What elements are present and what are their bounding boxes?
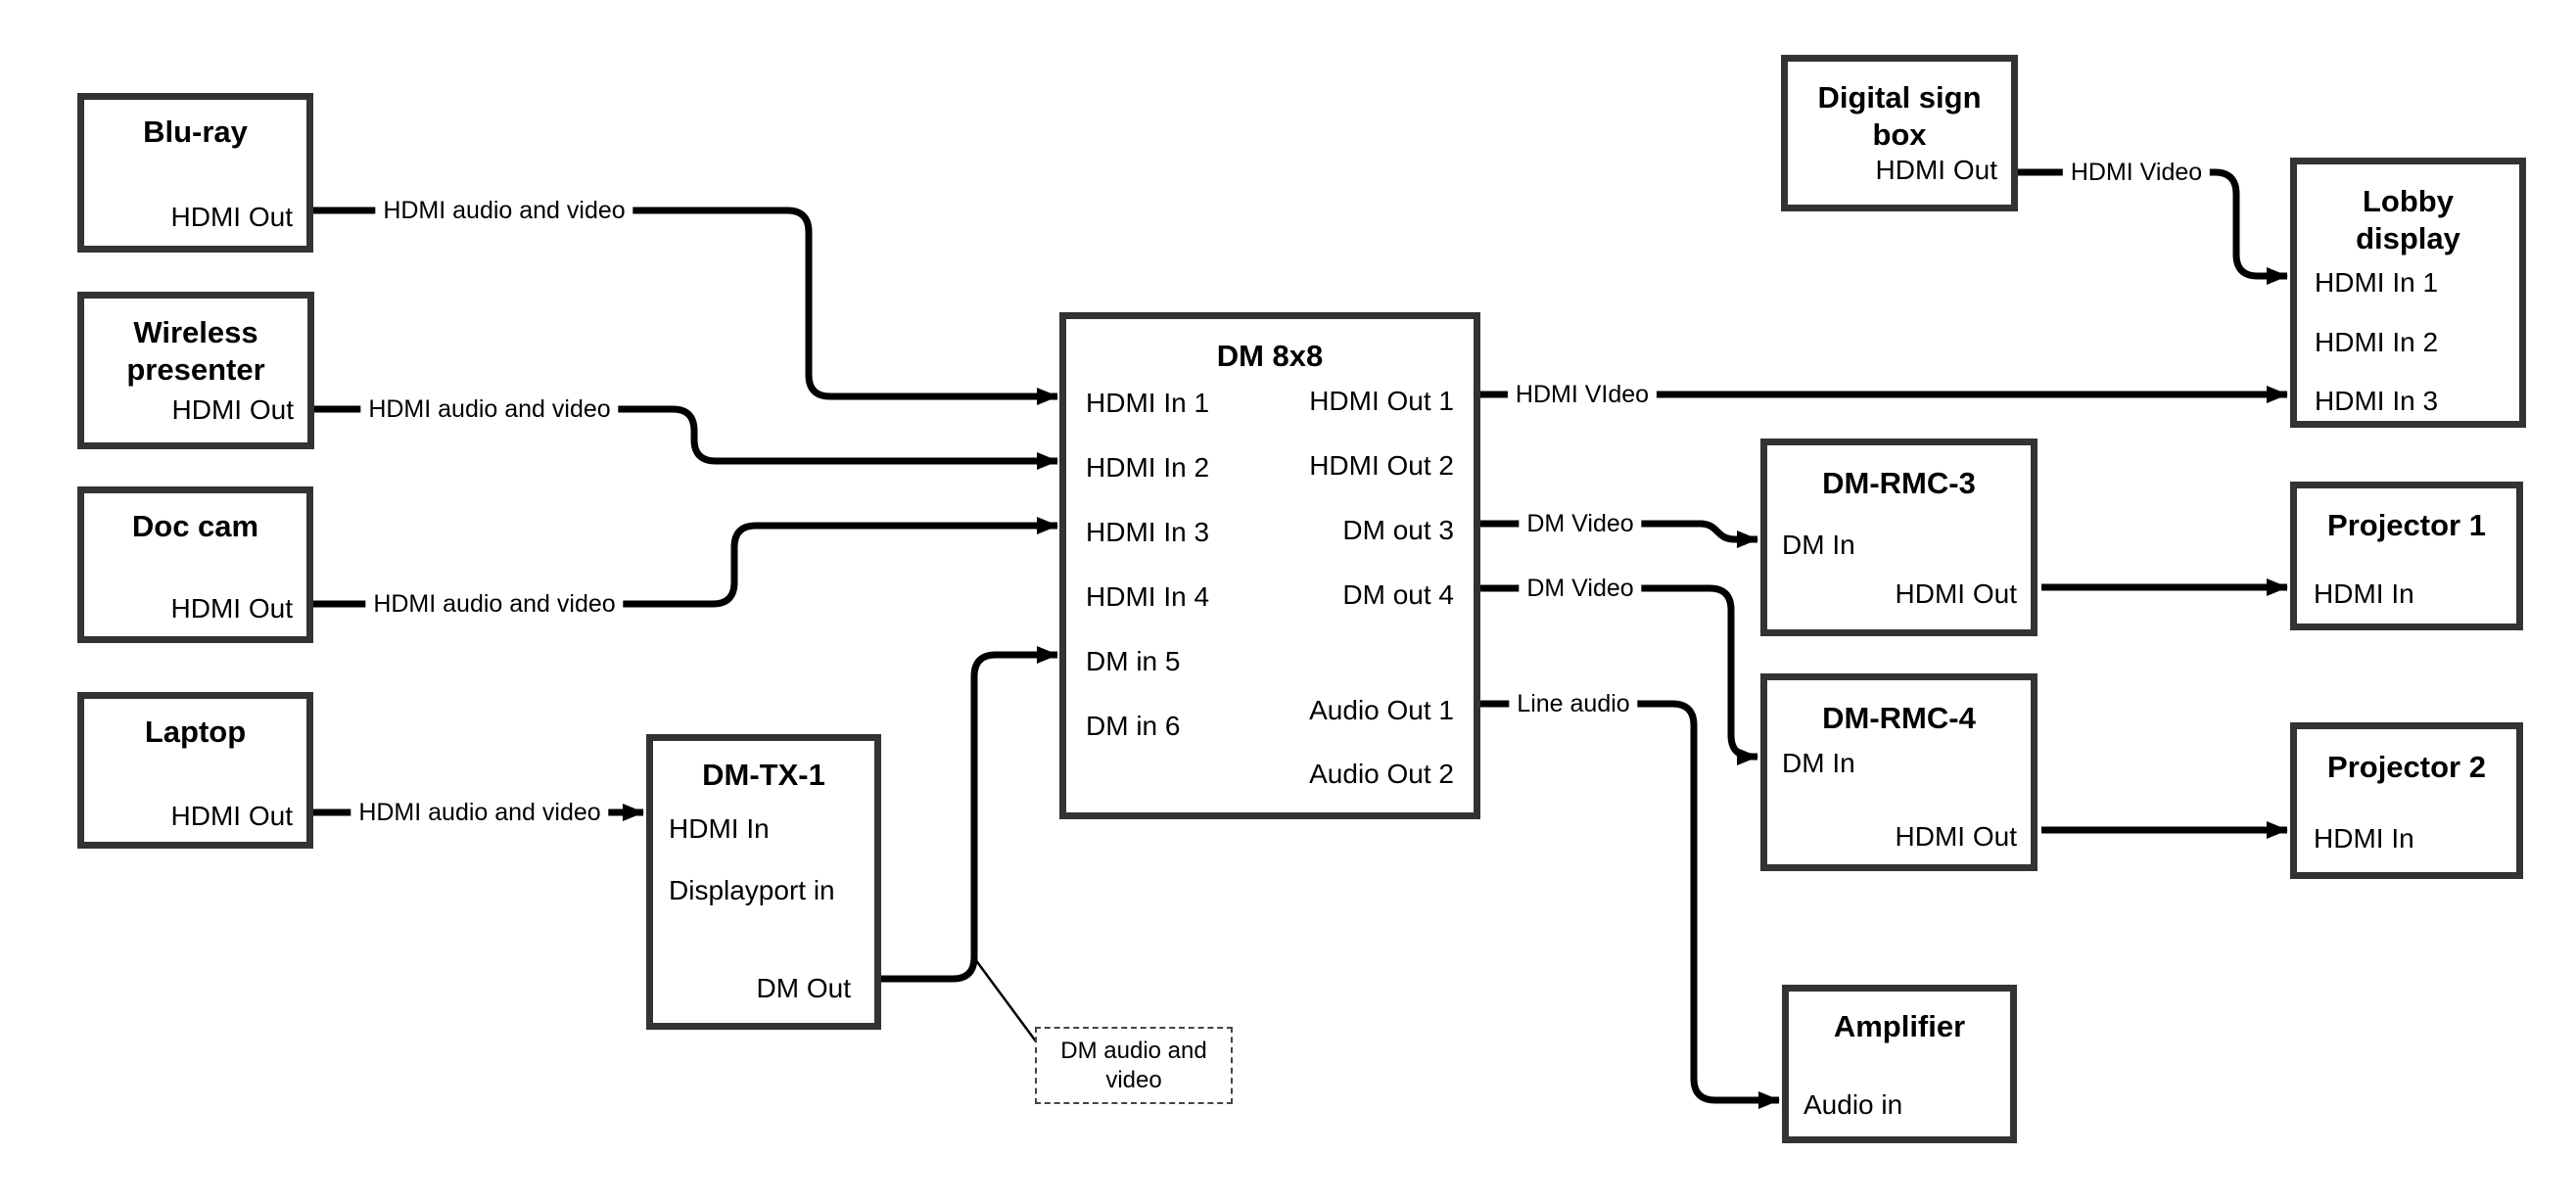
port-hdmi-out: HDMI Out — [1895, 578, 2017, 609]
port-hdmi-out: HDMI Out — [170, 202, 293, 232]
wire-bluray-to-dm8x8-in1 — [313, 207, 1058, 405]
port-audio-in: Audio in — [1803, 1089, 1903, 1120]
node-title: DM 8x8 — [1216, 339, 1324, 373]
wire-label-doccam: HDMI audio and video — [365, 588, 624, 620]
wire-digitalsign-to-lobby-in1 — [2018, 168, 2288, 285]
node-doc-cam: Doc cam HDMI Out — [77, 486, 313, 643]
wire-label-bluray: HDMI audio and video — [375, 195, 633, 226]
port-audio-out-1: Audio Out 1 — [1309, 695, 1454, 725]
wire-dmtx1-to-dm8x8-in5 — [881, 646, 1058, 983]
wire-dm8x8-out3-to-dmrmc3 — [1480, 520, 1758, 548]
port-hdmi-out: HDMI Out — [170, 593, 293, 624]
port-dm-out-4: DM out 4 — [1342, 579, 1454, 610]
node-dm-tx-1: DM-TX-1 HDMI In Displayport in DM Out — [646, 734, 881, 1030]
port-hdmi-in-1: HDMI In 1 — [2315, 267, 2439, 298]
wire-label-dm-out4: DM Video — [1519, 573, 1642, 604]
port-hdmi-out: HDMI Out — [1895, 821, 2017, 852]
wire-label-digital-sign: HDMI Video — [2062, 157, 2211, 188]
port-hdmi-out: HDMI Out — [170, 801, 293, 831]
port-dm-in: DM In — [1782, 530, 1855, 560]
port-hdmi-in: HDMI In — [669, 813, 770, 844]
wire-dm8x8-out4-to-dmrmc4 — [1480, 584, 1758, 765]
port-dm-out: DM Out — [756, 973, 851, 1003]
port-hdmi-in-2: HDMI In 2 — [1086, 452, 1210, 483]
node-title: Blu-ray — [143, 115, 248, 149]
port-hdmi-in-2: HDMI In 2 — [2315, 327, 2439, 357]
port-hdmi-in-3: HDMI In 3 — [2315, 386, 2439, 416]
port-dm-out-3: DM out 3 — [1342, 515, 1454, 545]
node-projector-2: Projector 2 HDMI In — [2290, 722, 2523, 879]
callout-connector-line — [973, 958, 1041, 1046]
node-title: DM-RMC-4 — [1822, 701, 1976, 735]
wire-label-hdmi-out1: HDMI VIdeo — [1507, 379, 1658, 410]
port-hdmi-in: HDMI In — [2314, 823, 2414, 854]
port-dm-in-5: DM in 5 — [1086, 646, 1181, 676]
node-dm-rmc-3: DM-RMC-3 DM In HDMI Out — [1760, 439, 2037, 636]
port-hdmi-out-2: HDMI Out 2 — [1309, 450, 1454, 481]
node-title: Amplifier — [1833, 1009, 1966, 1043]
port-hdmi-in-1: HDMI In 1 — [1086, 388, 1210, 418]
wire-wireless-to-dm8x8-in2 — [313, 405, 1058, 470]
wire-doccam-to-dm8x8-in3 — [313, 517, 1058, 608]
node-laptop: Laptop HDMI Out — [77, 692, 313, 849]
node-title: Projector 1 — [2327, 508, 2486, 542]
port-dm-in: DM In — [1782, 748, 1855, 778]
node-dm-8x8: DM 8x8 HDMI In 1 HDMI In 2 HDMI In 3 HDM… — [1059, 312, 1480, 819]
wire-label-dm-out3: DM Video — [1519, 508, 1642, 539]
port-audio-out-2: Audio Out 2 — [1309, 759, 1454, 789]
wire-label-audio-out1: Line audio — [1509, 688, 1638, 719]
node-dm-rmc-4: DM-RMC-4 DM In HDMI Out — [1760, 673, 2037, 871]
node-bluray: Blu-ray HDMI Out — [77, 93, 313, 253]
node-title: Doc cam — [131, 509, 259, 543]
wire-label-laptop: HDMI audio and video — [351, 797, 609, 828]
port-hdmi-out: HDMI Out — [1875, 155, 1997, 185]
port-dm-in-6: DM in 6 — [1086, 711, 1181, 741]
port-hdmi-in-4: HDMI In 4 — [1086, 581, 1210, 612]
port-hdmi-out-1: HDMI Out 1 — [1309, 386, 1454, 416]
port-hdmi-in: HDMI In — [2314, 578, 2414, 609]
node-title: Laptop — [144, 715, 247, 749]
node-title: DM-RMC-3 — [1822, 466, 1976, 500]
wire-label-wireless: HDMI audio and video — [360, 393, 619, 425]
port-hdmi-in-3: HDMI In 3 — [1086, 517, 1210, 547]
node-amplifier: Amplifier Audio in — [1782, 985, 2017, 1143]
node-title: DM-TX-1 — [702, 758, 825, 792]
node-title: Projector 2 — [2327, 750, 2486, 784]
port-displayport-in: Displayport in — [669, 875, 835, 905]
wire-dm8x8-audio1-to-amplifier — [1480, 700, 1780, 1109]
node-projector-1: Projector 1 HDMI In — [2290, 482, 2523, 630]
port-hdmi-out: HDMI Out — [171, 394, 294, 425]
